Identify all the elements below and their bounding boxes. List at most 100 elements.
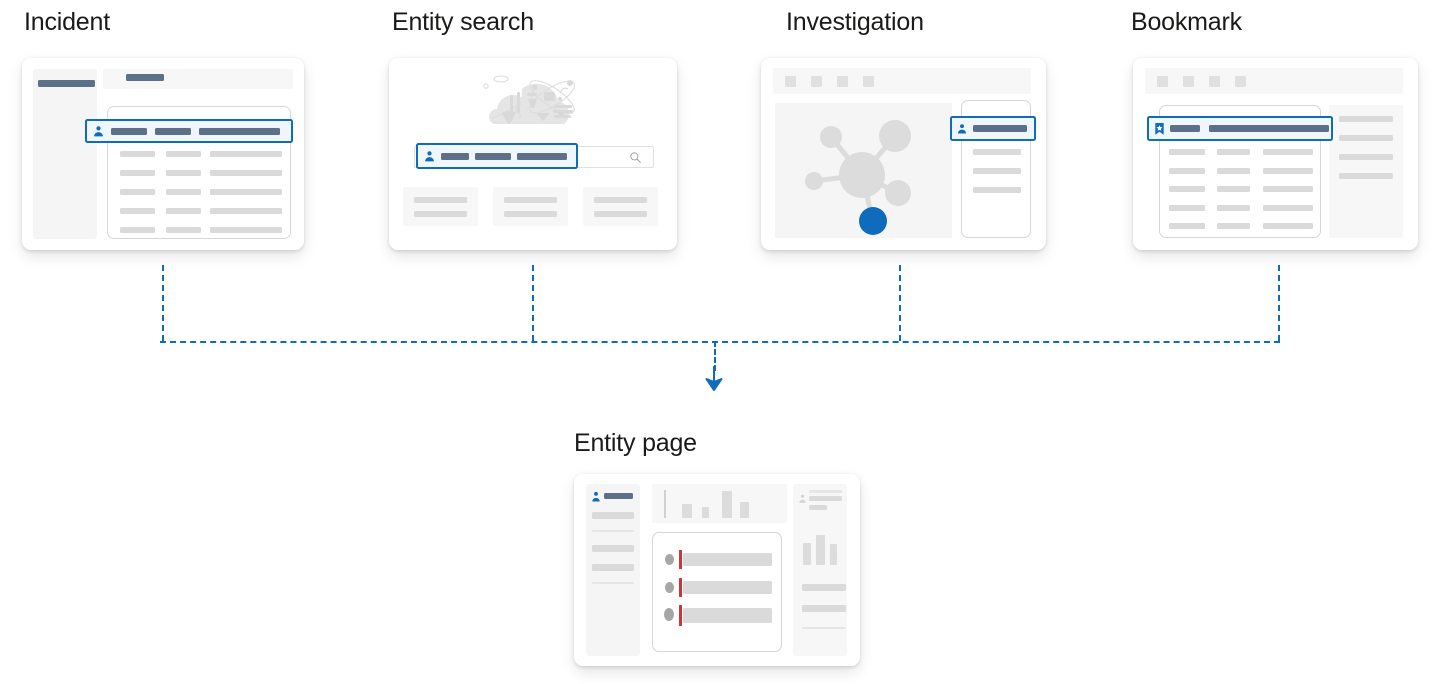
investigation-entity-name-placeholder xyxy=(973,125,1027,132)
connector-drop-investigation xyxy=(899,265,901,341)
incident-cell xyxy=(210,170,282,176)
alert-severity-bar xyxy=(679,578,682,597)
chart-bar xyxy=(702,507,709,518)
result-tile-line xyxy=(594,211,647,217)
insight-chart-bar xyxy=(816,535,825,565)
entity-name-placeholder xyxy=(604,493,633,499)
entity-search-result-tile[interactable] xyxy=(493,187,568,226)
investigation-graph-canvas[interactable] xyxy=(775,103,952,238)
bookmark-cell xyxy=(1169,186,1205,192)
graph-node xyxy=(820,126,842,148)
investigation-selected-entity-row[interactable] xyxy=(950,116,1036,141)
bookmark-cell xyxy=(1217,149,1250,155)
incident-rail-title-placeholder xyxy=(38,80,95,87)
graph-node xyxy=(885,180,911,206)
side-panel-line xyxy=(1339,173,1393,179)
incident-row-field-1 xyxy=(111,127,147,135)
person-icon xyxy=(87,120,109,142)
insight-line xyxy=(809,505,827,510)
rail-divider xyxy=(592,582,634,584)
person-icon xyxy=(418,145,440,167)
chart-bar xyxy=(722,491,732,518)
entity-page-activity-chart xyxy=(652,484,787,523)
bookmark-cell xyxy=(1263,168,1313,174)
alert-row[interactable] xyxy=(683,553,772,566)
alert-status-dot xyxy=(664,608,674,621)
toolbar-button[interactable] xyxy=(1157,76,1168,87)
insight-chart-bar xyxy=(803,543,811,565)
incident-cell xyxy=(210,189,282,195)
result-tile-line xyxy=(504,211,557,217)
rail-line xyxy=(592,512,634,519)
incident-selected-entity-row[interactable] xyxy=(85,119,293,143)
query-token-1 xyxy=(441,152,469,160)
bookmark-cell xyxy=(1217,186,1250,192)
toolbar-button[interactable] xyxy=(863,76,874,87)
card-entity-page[interactable] xyxy=(574,474,860,666)
bookmark-selected-row[interactable] xyxy=(1147,116,1333,141)
toolbar-button[interactable] xyxy=(811,76,822,87)
incident-cell xyxy=(166,208,201,214)
entity-search-result-tile[interactable] xyxy=(403,187,478,226)
bookmark-cell xyxy=(1263,186,1313,192)
incident-cell xyxy=(120,170,155,176)
source-title-investigation: Investigation xyxy=(786,8,924,36)
arrow-down-icon xyxy=(703,366,727,399)
source-title-entity-search: Entity search xyxy=(392,8,534,36)
toolbar-button[interactable] xyxy=(1235,76,1246,87)
card-bookmark[interactable] xyxy=(1133,58,1418,250)
incident-cell xyxy=(166,189,201,195)
connector-bus xyxy=(160,341,1280,343)
query-token-3 xyxy=(517,152,567,160)
rail-line xyxy=(592,545,634,552)
toolbar-button[interactable] xyxy=(837,76,848,87)
insight-line xyxy=(802,605,846,612)
bookmark-row-field-1 xyxy=(1170,125,1200,132)
incident-cell xyxy=(166,227,201,233)
incident-row-field-3 xyxy=(199,127,280,135)
connector-drop-bookmark xyxy=(1278,265,1280,341)
bookmark-cell xyxy=(1169,223,1205,229)
bookmark-cell xyxy=(1169,149,1205,155)
incident-cell xyxy=(210,227,282,233)
bookmark-cell xyxy=(1217,168,1250,174)
incident-cell xyxy=(120,208,155,214)
card-investigation[interactable] xyxy=(761,58,1046,250)
search-icon[interactable] xyxy=(629,151,642,169)
alert-severity-bar xyxy=(679,605,682,626)
bookmark-cell xyxy=(1263,223,1313,229)
insight-line xyxy=(809,490,842,493)
entity-search-result-tile[interactable] xyxy=(583,187,658,226)
connector-drop-incident xyxy=(162,265,164,341)
alert-severity-bar xyxy=(679,550,682,569)
investigation-entity-graph xyxy=(805,120,911,235)
incident-cell xyxy=(120,189,155,195)
result-tile-line xyxy=(504,197,557,203)
destination-title-entity-page: Entity page xyxy=(574,429,697,457)
bookmark-cell xyxy=(1263,149,1313,155)
result-tile-line xyxy=(414,211,467,217)
alert-row[interactable] xyxy=(683,608,772,623)
toolbar-button[interactable] xyxy=(1209,76,1220,87)
bookmark-side-panel xyxy=(1329,105,1403,238)
result-tile-line xyxy=(414,197,467,203)
toolbar-button[interactable] xyxy=(785,76,796,87)
incident-header-title-placeholder xyxy=(126,74,164,81)
incident-cell xyxy=(166,170,201,176)
chart-bar xyxy=(740,502,749,518)
side-panel-line xyxy=(1339,116,1393,122)
incident-cell xyxy=(120,151,155,157)
connector-drop-entity-search xyxy=(532,265,534,341)
rail-divider xyxy=(592,530,634,532)
entity-search-selected-query[interactable] xyxy=(416,143,578,169)
graph-node-selected-entity xyxy=(859,207,887,235)
source-title-bookmark: Bookmark xyxy=(1131,8,1242,36)
side-panel-line xyxy=(1339,135,1393,141)
person-icon xyxy=(798,491,807,509)
toolbar-button[interactable] xyxy=(1183,76,1194,87)
person-icon xyxy=(952,119,972,139)
alert-row[interactable] xyxy=(683,581,772,594)
incident-cell xyxy=(210,151,282,157)
card-incident[interactable] xyxy=(22,58,304,250)
